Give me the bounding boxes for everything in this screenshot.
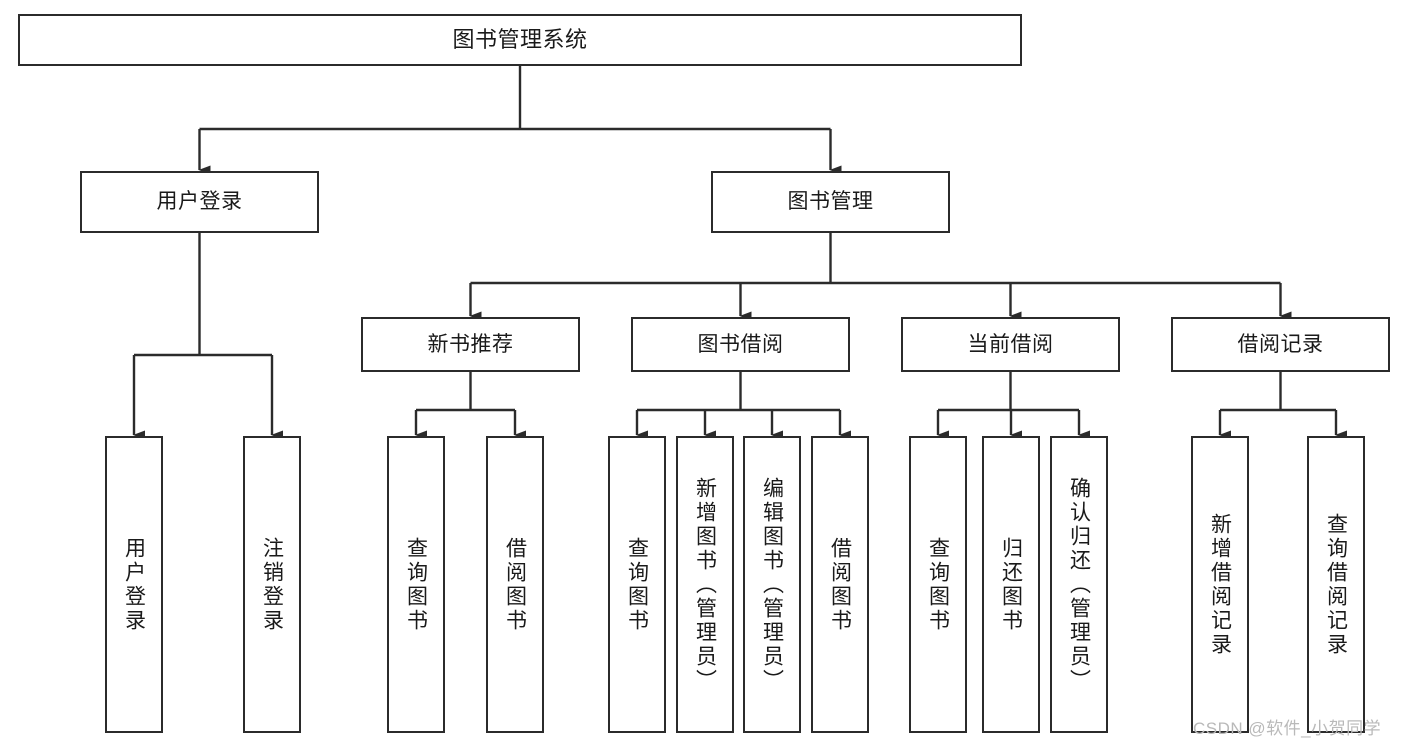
- node-label: 用户登录: [122, 536, 146, 633]
- node-label: 借阅记录: [1237, 332, 1324, 356]
- node-label: 图书借阅: [697, 332, 784, 356]
- node-label: 新增图书（管理员）: [693, 476, 717, 693]
- node-label: 归还图书: [999, 536, 1023, 633]
- node-book-borrow[interactable]: 图书借阅: [631, 317, 850, 372]
- node-label: 查询图书: [926, 536, 950, 633]
- watermark-text: CSDN @软件_小贺同学: [1193, 719, 1382, 738]
- node-label: 借阅图书: [828, 536, 852, 633]
- node-leaf-logout[interactable]: 注销登录: [243, 436, 301, 733]
- node-current-borrow[interactable]: 当前借阅: [901, 317, 1120, 372]
- node-label: 图书管理系统: [452, 26, 588, 52]
- node-leaf-confirm-return[interactable]: 确认归还（管理员）: [1050, 436, 1108, 733]
- node-label: 确认归还（管理员）: [1067, 476, 1091, 693]
- node-leaf-add-book[interactable]: 新增图书（管理员）: [676, 436, 734, 733]
- node-label: 用户登录: [156, 190, 243, 214]
- node-label: 查询图书: [404, 536, 428, 633]
- node-leaf-user-login[interactable]: 用户登录: [105, 436, 163, 733]
- node-user-login[interactable]: 用户登录: [80, 171, 319, 233]
- node-leaf-query-book[interactable]: 查询图书: [608, 436, 666, 733]
- node-label: 当前借阅: [967, 332, 1054, 356]
- node-new-book-rec[interactable]: 新书推荐: [361, 317, 580, 372]
- node-label: 查询借阅记录: [1324, 512, 1348, 657]
- node-label: 图书管理: [787, 190, 874, 214]
- node-label: 编辑图书（管理员）: [760, 476, 784, 693]
- node-label: 注销登录: [260, 536, 284, 633]
- node-label: 新增借阅记录: [1208, 512, 1232, 657]
- node-leaf-borrow-book-rec[interactable]: 借阅图书: [486, 436, 544, 733]
- node-label: 借阅图书: [503, 536, 527, 633]
- node-leaf-edit-book[interactable]: 编辑图书（管理员）: [743, 436, 801, 733]
- node-borrow-record[interactable]: 借阅记录: [1171, 317, 1390, 372]
- node-book-manage[interactable]: 图书管理: [711, 171, 950, 233]
- node-leaf-query-book-cur[interactable]: 查询图书: [909, 436, 967, 733]
- node-leaf-add-record[interactable]: 新增借阅记录: [1191, 436, 1249, 733]
- node-root[interactable]: 图书管理系统: [18, 14, 1022, 66]
- node-label: 查询图书: [625, 536, 649, 633]
- node-label: 新书推荐: [427, 332, 514, 356]
- node-leaf-query-record[interactable]: 查询借阅记录: [1307, 436, 1365, 733]
- node-leaf-borrow-book[interactable]: 借阅图书: [811, 436, 869, 733]
- node-leaf-query-book-rec[interactable]: 查询图书: [387, 436, 445, 733]
- node-leaf-return-book[interactable]: 归还图书: [982, 436, 1040, 733]
